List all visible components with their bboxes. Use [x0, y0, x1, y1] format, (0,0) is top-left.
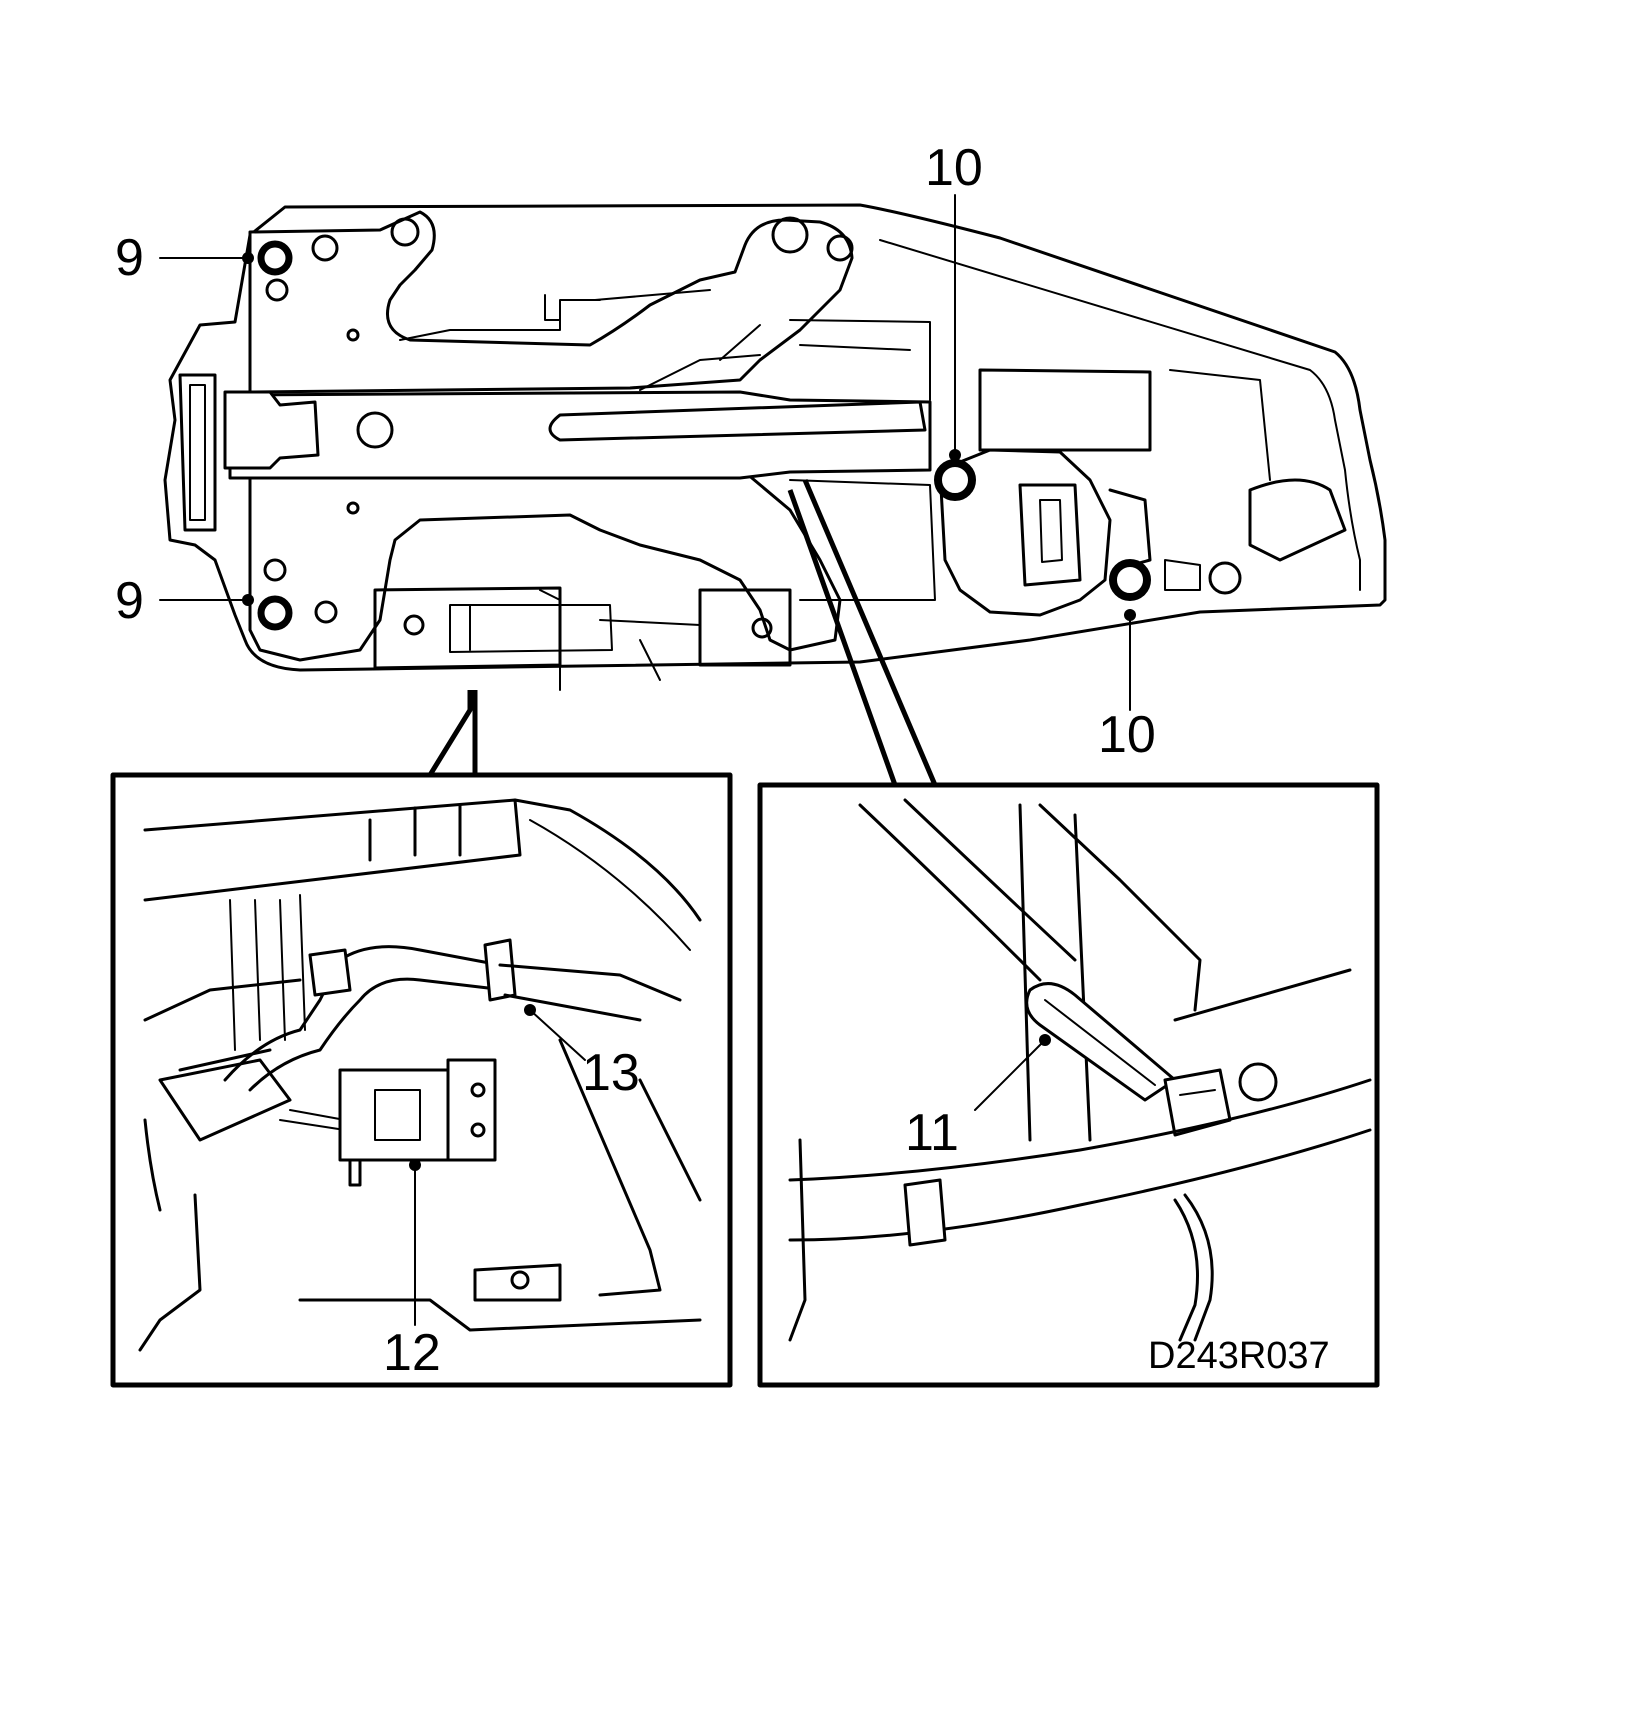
inset-bracket-detail [757, 479, 1380, 1388]
callout-10-top: 10 [925, 139, 983, 197]
callout-9-bottom: 9 [115, 572, 144, 630]
inset-connector-detail [110, 690, 733, 1388]
callout-9-top: 9 [115, 229, 144, 287]
main-assembly [163, 203, 1387, 691]
callout-12: 12 [383, 1324, 441, 1382]
figure-code: D243R037 [1148, 1335, 1330, 1377]
callout-13: 13 [582, 1044, 640, 1102]
main-callout-leaders [159, 194, 1136, 711]
callout-11: 11 [905, 1104, 959, 1162]
callout-10-bottom: 10 [1098, 706, 1156, 764]
